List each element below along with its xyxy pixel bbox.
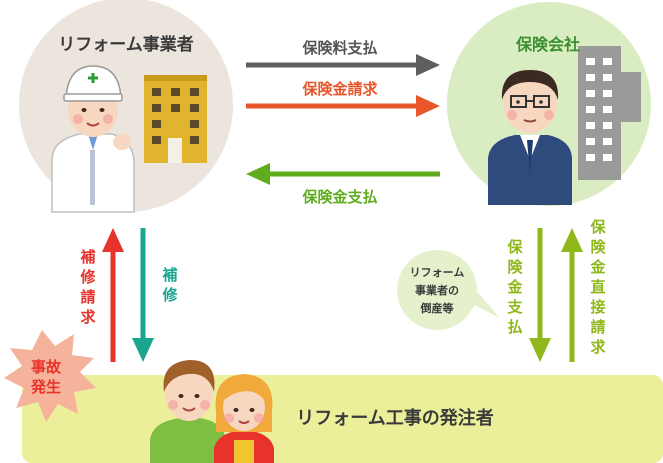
label-insurer-payment: 保険金支払 <box>506 238 523 336</box>
label-repair: 補修 <box>161 266 178 304</box>
client-label: リフォーム工事の発注者 <box>296 407 493 429</box>
label-direct-claim: 保険金直接請求 <box>589 218 606 356</box>
contractor-node: リフォーム事業者 <box>19 0 233 213</box>
accident-burst: 事故 発生 <box>4 330 96 422</box>
office-building-icon <box>578 46 641 180</box>
accident-line1: 事故 <box>31 358 62 376</box>
insurer-node: 保険会社 <box>447 2 651 206</box>
arrow-claim-request: 保険金請求 <box>246 80 440 117</box>
label-premium-payment: 保険料支払 <box>301 39 377 57</box>
arrow-premium-payment: 保険料支払 <box>246 39 440 76</box>
arrow-direct-claim: 保険金直接請求 <box>561 218 606 362</box>
accident-line2: 発生 <box>30 378 61 396</box>
worker-icon <box>51 65 135 213</box>
businessman-icon <box>488 70 572 205</box>
contractor-label: リフォーム事業者 <box>58 34 194 55</box>
label-claim-request: 保険金請求 <box>301 80 378 98</box>
insurer-label: 保険会社 <box>515 35 580 54</box>
building-icon <box>144 75 207 163</box>
bubble-line3: 倒産等 <box>420 301 454 315</box>
arrow-claim-payment: 保険金支払 <box>246 163 440 206</box>
arrow-insurer-payment: 保険金支払 <box>506 228 551 362</box>
couple-icon <box>150 360 274 463</box>
label-repair-request: 補修請求 <box>79 248 96 326</box>
bubble-line2: 事業者の <box>415 283 459 297</box>
arrow-repair: 補修 <box>132 228 178 362</box>
bubble-line1: リフォーム <box>410 266 465 279</box>
arrow-repair-request: 補修請求 <box>79 228 124 362</box>
label-claim-payment: 保険金支払 <box>301 188 377 206</box>
bankruptcy-bubble: リフォーム 事業者の 倒産等 <box>397 250 500 330</box>
